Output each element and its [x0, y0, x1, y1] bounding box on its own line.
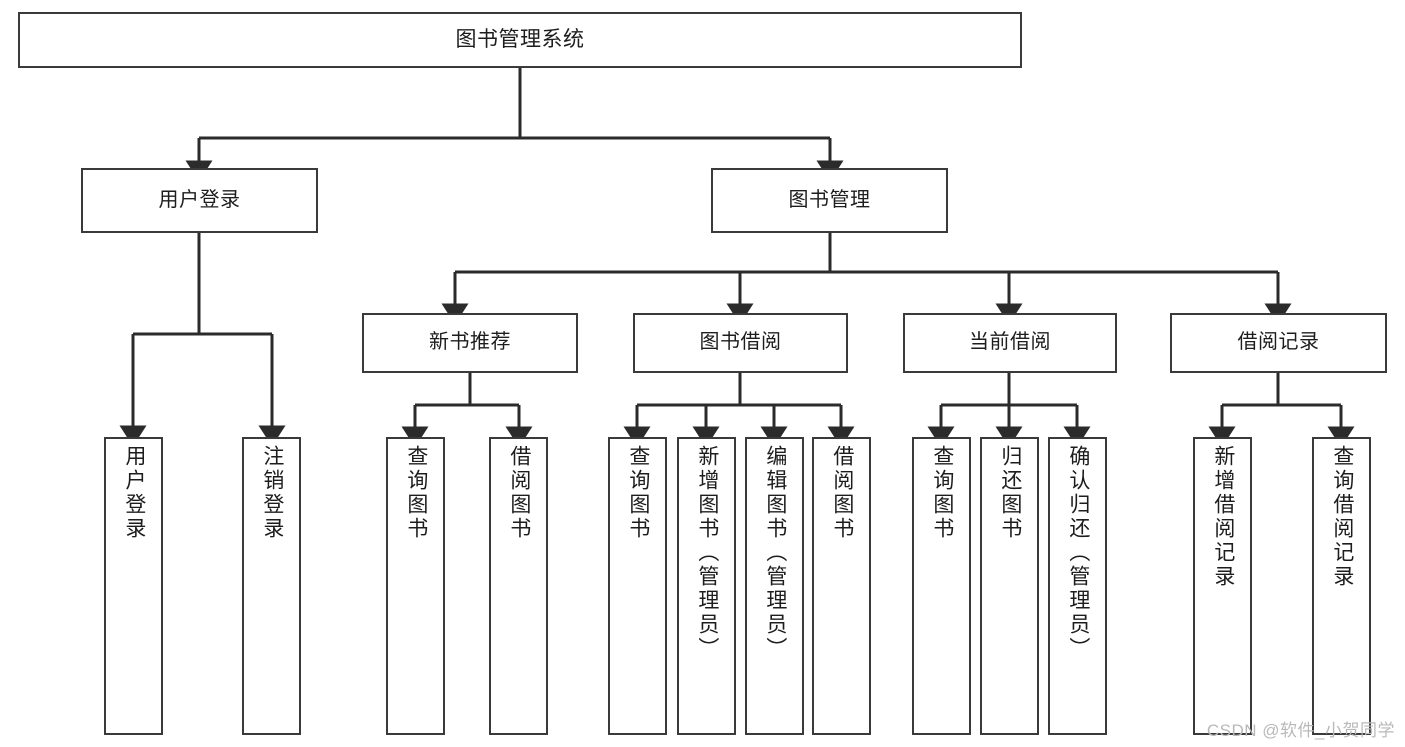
node-leaf-add-borrow-record[interactable]: 新增借阅记录 — [1193, 437, 1252, 735]
node-new-book-recommend[interactable]: 新书推荐 — [362, 313, 578, 373]
node-label: 查询图书 — [626, 445, 650, 541]
node-leaf-return-book[interactable]: 归还图书 — [980, 437, 1039, 735]
node-leaf-query-book-3[interactable]: 查询图书 — [912, 437, 971, 735]
node-label: 借阅图书 — [507, 445, 531, 541]
node-label: 新书推荐 — [429, 331, 511, 354]
node-label: 用户登录 — [122, 445, 146, 541]
node-label: 新增图书（管理员） — [695, 445, 719, 661]
node-label: 图书管理 — [788, 188, 871, 211]
node-leaf-user-login[interactable]: 用户登录 — [104, 437, 163, 735]
node-borrow-record[interactable]: 借阅记录 — [1170, 313, 1387, 373]
node-label: 查询图书 — [404, 445, 428, 541]
watermark: CSDN @软件_小贺同学 — [1206, 721, 1395, 740]
node-label: 图书管理系统 — [455, 27, 585, 51]
node-book-management[interactable]: 图书管理 — [711, 168, 948, 233]
node-label: 借阅记录 — [1237, 331, 1320, 354]
node-label: 借阅图书 — [830, 445, 854, 541]
node-leaf-edit-book[interactable]: 编辑图书（管理员） — [745, 437, 804, 735]
node-label: 用户登录 — [158, 188, 241, 211]
node-label: 查询图书 — [930, 445, 954, 541]
node-book-borrow[interactable]: 图书借阅 — [633, 313, 848, 373]
node-label: 确认归还（管理员） — [1066, 445, 1090, 661]
node-label: 查询借阅记录 — [1330, 445, 1354, 589]
node-leaf-logout-login[interactable]: 注销登录 — [242, 437, 301, 735]
node-leaf-borrow-book-2[interactable]: 借阅图书 — [812, 437, 871, 735]
node-leaf-query-book-2[interactable]: 查询图书 — [608, 437, 667, 735]
node-label: 图书借阅 — [699, 331, 782, 354]
node-root-book-management-system[interactable]: 图书管理系统 — [18, 12, 1022, 68]
node-user-login[interactable]: 用户登录 — [81, 168, 318, 233]
node-leaf-confirm-return[interactable]: 确认归还（管理员） — [1048, 437, 1107, 735]
node-label: 归还图书 — [998, 445, 1022, 541]
node-leaf-add-book[interactable]: 新增图书（管理员） — [677, 437, 736, 735]
node-leaf-query-borrow-record[interactable]: 查询借阅记录 — [1312, 437, 1371, 735]
node-label: 编辑图书（管理员） — [763, 445, 787, 661]
node-leaf-query-book-1[interactable]: 查询图书 — [386, 437, 445, 735]
node-label: 当前借阅 — [969, 331, 1051, 354]
node-label: 注销登录 — [260, 445, 284, 541]
node-label: 新增借阅记录 — [1211, 445, 1235, 589]
node-current-borrow[interactable]: 当前借阅 — [903, 313, 1117, 373]
node-leaf-borrow-book-1[interactable]: 借阅图书 — [489, 437, 548, 735]
